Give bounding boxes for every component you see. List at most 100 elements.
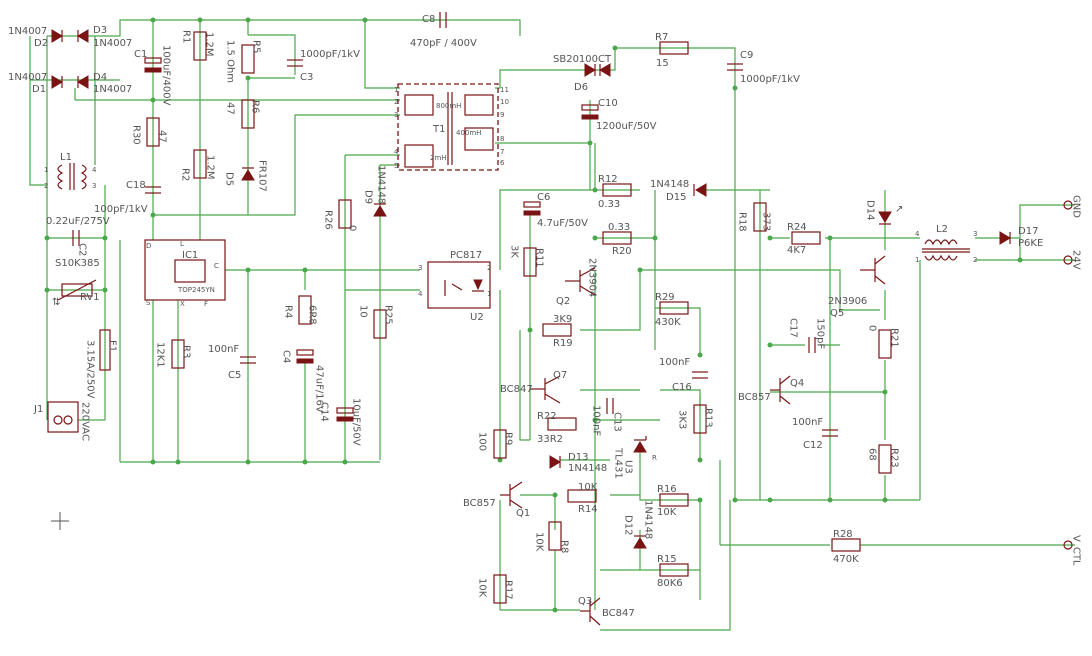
svg-text:0.33: 0.33: [608, 222, 630, 233]
capacitor-c13: 100nF C13: [591, 398, 623, 436]
svg-text:8: 8: [500, 135, 504, 143]
svg-text:PC817: PC817: [450, 250, 482, 261]
capacitor-c12: 100nF C12: [792, 417, 838, 451]
svg-text:↗: ↗: [895, 204, 903, 215]
svg-text:0: 0: [347, 225, 358, 231]
svg-text:C13: C13: [612, 412, 623, 432]
svg-text:D5: D5: [224, 172, 235, 186]
svg-text:800mH: 800mH: [436, 102, 461, 110]
junctions: [44, 17, 1023, 613]
svg-text:100: 100: [477, 432, 488, 451]
svg-text:0.22uF/275V: 0.22uF/275V: [46, 216, 110, 227]
svg-text:33R2: 33R2: [537, 434, 563, 445]
svg-text:3: 3: [418, 264, 422, 272]
svg-text:Q4: Q4: [790, 378, 804, 389]
svg-text:1N4148: 1N4148: [643, 500, 654, 539]
svg-text:100uF/400V: 100uF/400V: [161, 45, 172, 106]
svg-text:1N4148: 1N4148: [650, 179, 689, 190]
resistor-r22: R22 33R2: [537, 411, 577, 445]
svg-text:2N3906: 2N3906: [828, 296, 867, 307]
diode-d2: D2 1N4007: [8, 26, 63, 49]
svg-text:R16: R16: [657, 484, 677, 495]
svg-text:R9: R9: [503, 432, 514, 445]
capacitor-c5: 100nF C5: [208, 344, 256, 381]
svg-text:C8: C8: [422, 14, 435, 25]
svg-text:S10K385: S10K385: [55, 258, 100, 269]
svg-text:R6: R6: [250, 100, 261, 113]
svg-text:C: C: [214, 262, 219, 270]
svg-text:D12: D12: [623, 515, 634, 535]
svg-text:100nF: 100nF: [591, 405, 602, 436]
resistor-r4: R4 6R8: [283, 295, 318, 325]
svg-text:U2: U2: [470, 312, 484, 323]
svg-text:C12: C12: [803, 440, 823, 451]
svg-text:4: 4: [418, 290, 423, 298]
capacitor-c8: C8 470pF / 400V: [410, 12, 477, 49]
svg-text:P6KE: P6KE: [1018, 238, 1043, 249]
svg-text:470pF / 400V: 470pF / 400V: [410, 38, 477, 49]
svg-text:R20: R20: [612, 246, 632, 257]
shunt-u3: TL431 U3 R: [613, 436, 657, 479]
resistor-r21: R21 0: [867, 325, 900, 359]
svg-text:1000pF/1kV: 1000pF/1kV: [740, 74, 800, 85]
svg-text:C14: C14: [319, 402, 330, 422]
svg-text:R13: R13: [703, 408, 714, 428]
svg-text:BC857: BC857: [463, 498, 496, 509]
resistor-r13: R13 3K3: [677, 404, 714, 434]
svg-text:V_CTL: V_CTL: [1071, 535, 1082, 566]
svg-text:4K7: 4K7: [787, 245, 806, 256]
svg-text:4: 4: [394, 148, 399, 156]
svg-text:6R8: 6R8: [307, 305, 318, 325]
svg-text:1000pF/1kV: 1000pF/1kV: [300, 49, 360, 60]
svg-text:100nF: 100nF: [659, 357, 690, 368]
svg-text:X: X: [180, 300, 185, 308]
svg-text:R8: R8: [559, 540, 570, 553]
terminal-gnd: GND: [1063, 195, 1082, 218]
transistor-q1: BC857 Q1: [463, 481, 530, 519]
svg-text:R29: R29: [655, 292, 675, 303]
svg-text:D3: D3: [93, 25, 107, 36]
svg-text:C3: C3: [300, 72, 313, 83]
svg-text:R1: R1: [181, 30, 192, 43]
svg-text:80K6: 80K6: [657, 578, 683, 589]
svg-text:10K: 10K: [477, 578, 488, 598]
resistor-r12: R12 0.33: [598, 174, 632, 210]
svg-text:3: 3: [92, 182, 96, 190]
svg-text:3.15A/250V: 3.15A/250V: [85, 340, 96, 399]
capacitor-c2: 0.22uF/275V C2: [46, 216, 110, 256]
resistor-r25: R25 10: [358, 305, 394, 339]
svg-text:3: 3: [394, 111, 398, 119]
svg-text:D9: D9: [363, 190, 374, 204]
svg-text:R26: R26: [323, 210, 334, 230]
svg-text:BC847: BC847: [602, 608, 635, 619]
svg-text:R3: R3: [181, 345, 192, 358]
svg-text:3K3: 3K3: [677, 410, 688, 429]
svg-text:R22: R22: [537, 411, 557, 422]
resistor-r29: R29 430K: [655, 292, 689, 328]
svg-text:0: 0: [867, 325, 878, 331]
resistor-r18: R18 373: [737, 202, 772, 232]
resistor-r5: R5 1.5 Ohm: [225, 40, 262, 83]
diode-d3: D3 1N4007: [77, 25, 132, 49]
transistor-q5: 2N3906 Q5: [828, 255, 886, 319]
wires: [29, 19, 1075, 631]
svg-text:7: 7: [500, 148, 504, 156]
fuse-f1: F1 3.15A/250V: [85, 329, 118, 399]
svg-text:C9: C9: [740, 50, 753, 61]
resistor-r9: R9 100: [477, 429, 514, 459]
svg-text:150pF: 150pF: [815, 318, 826, 349]
svg-text:12K1: 12K1: [155, 342, 166, 368]
transistor-q4: BC857 Q4: [738, 375, 804, 405]
svg-text:D14: D14: [865, 200, 876, 220]
diode-d15: 1N4148 D15: [650, 179, 707, 203]
ic-ic1: IC1 TOP245YN D L C S X F: [144, 239, 226, 308]
svg-text:D1: D1: [32, 84, 46, 95]
diode-d1: 1N4007 D1: [8, 72, 63, 95]
diode-d4: D4 1N4007: [77, 72, 132, 95]
svg-text:C18: C18: [126, 180, 146, 191]
svg-text:R30: R30: [131, 125, 142, 145]
svg-text:400mH: 400mH: [456, 129, 481, 137]
svg-text:R15: R15: [657, 554, 677, 565]
resistor-r2: R2 1.2M: [180, 149, 216, 181]
svg-text:D: D: [146, 242, 151, 250]
